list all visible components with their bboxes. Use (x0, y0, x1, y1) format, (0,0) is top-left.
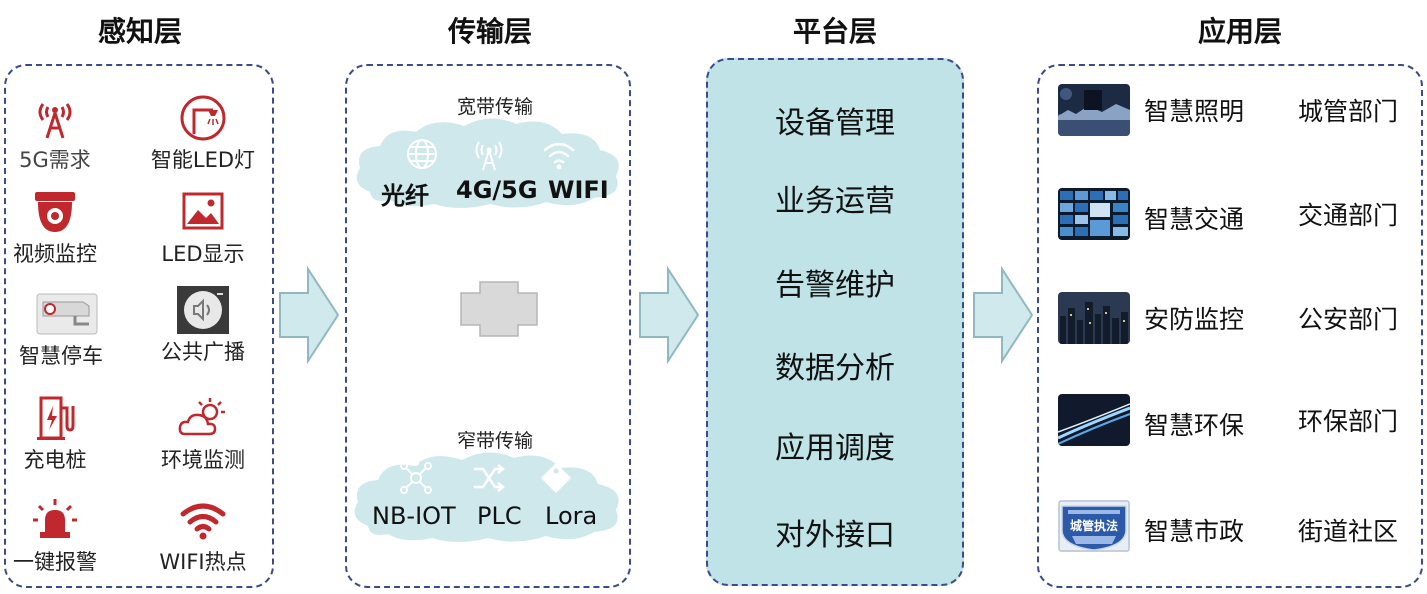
sense-layer-title: 感知层 (97, 15, 182, 48)
sense-item-wifi: WIFI热点 (148, 496, 258, 576)
street-light-icon (177, 94, 229, 142)
app-row-municipal: 城管执法 智慧市政 街道社区 (1058, 500, 1418, 554)
alarm-light-icon (29, 496, 81, 544)
sense-label: LED显示 (161, 242, 245, 266)
sense-label: 视频监控 (13, 242, 97, 266)
sense-item-led-display: LED显示 (148, 188, 258, 268)
platform-layer-title: 平台层 (792, 15, 877, 48)
badge-thumb: 城管执法 (1058, 500, 1130, 552)
sense-panel (4, 64, 274, 588)
dome-camera-icon (29, 188, 81, 236)
globe-icon (404, 136, 440, 172)
app-row-security: 安防监控 公安部门 (1058, 292, 1418, 346)
platform-item-device-management: 设备管理 (775, 106, 895, 141)
app-row-traffic: 智慧交通 交通部门 (1058, 188, 1418, 242)
sense-item-parking: 智慧停车 (6, 290, 116, 370)
sense-label: 环境监测 (161, 448, 245, 472)
transport-panel (345, 64, 631, 588)
transport-label-wifi: WIFI (548, 176, 609, 204)
shuffle-icon (471, 460, 507, 496)
app-row-lighting: 智慧照明 城管部门 (1058, 84, 1418, 138)
app-dept: 城管部门 (1298, 97, 1399, 126)
application-panel (1037, 64, 1423, 588)
platform-item-data-analysis: 数据分析 (775, 351, 895, 386)
city-night-thumb (1058, 84, 1130, 136)
app-name: 智慧市政 (1144, 517, 1245, 546)
platform-item-alarm-maintenance: 告警维护 (775, 268, 895, 303)
sense-label: 智慧停车 (19, 344, 103, 368)
skyline-thumb (1058, 292, 1130, 344)
app-row-environment: 智慧环保 环保部门 (1058, 394, 1418, 448)
sense-item-broadcast: 公共广播 (148, 286, 258, 366)
video-wall-thumb (1058, 188, 1130, 240)
sense-item-5g: 5G需求 (0, 94, 110, 174)
app-name: 智慧交通 (1144, 205, 1245, 234)
tag-icon (538, 460, 574, 496)
badge-text: 城管执法 (1069, 519, 1118, 533)
sense-item-charging: 充电桩 (0, 394, 110, 474)
app-name: 安防监控 (1144, 305, 1245, 334)
app-dept: 环保部门 (1298, 407, 1399, 436)
transport-label-lora: Lora (545, 502, 598, 530)
platform-item-app-scheduling: 应用调度 (775, 431, 895, 466)
platform-item-external-interface: 对外接口 (775, 518, 895, 553)
transport-layer-title: 传输层 (447, 15, 532, 48)
sense-label: 智能LED灯 (150, 148, 256, 172)
sense-label: 公共广播 (161, 340, 245, 364)
antenna-icon (471, 136, 507, 172)
sense-label: 充电桩 (23, 448, 87, 472)
sense-item-video: 视频监控 (0, 188, 110, 268)
flow-arrow-2 (639, 265, 700, 365)
wifi-icon (177, 496, 229, 544)
light-trail-thumb (1058, 394, 1130, 446)
sense-label: 一键报警 (13, 550, 97, 574)
app-name: 智慧环保 (1144, 411, 1245, 440)
weather-icon (177, 394, 229, 442)
narrowband-title: 窄带传输 (456, 430, 533, 452)
app-dept: 公安部门 (1298, 305, 1399, 334)
flow-arrow-1 (279, 265, 340, 365)
app-name: 智慧照明 (1144, 97, 1245, 126)
bullet-camera-icon (35, 290, 98, 338)
transport-label-fiber: 光纤 (381, 182, 429, 210)
application-layer-title: 应用层 (1197, 15, 1282, 48)
sense-label: 5G需求 (19, 148, 91, 172)
charging-pile-icon (29, 394, 81, 442)
app-dept: 街道社区 (1298, 517, 1399, 546)
image-display-icon (177, 188, 229, 236)
sense-item-environment: 环境监测 (148, 394, 258, 474)
app-dept: 交通部门 (1298, 201, 1399, 230)
transport-label-nbiot: NB-IOT (372, 502, 456, 530)
broadband-title: 宽带传输 (456, 96, 533, 118)
flow-arrow-3 (973, 265, 1034, 365)
transport-label-plc: PLC (477, 502, 522, 530)
sense-item-alarm: 一键报警 (0, 496, 110, 576)
speaker-icon (177, 286, 229, 334)
plus-shape (460, 281, 538, 337)
platform-panel: 设备管理 业务运营 告警维护 数据分析 应用调度 对外接口 (706, 58, 964, 586)
sense-item-led-light: 智能LED灯 (148, 94, 258, 174)
network-node-icon (398, 460, 434, 496)
wifi-icon (541, 136, 577, 172)
sense-label: WIFI热点 (159, 550, 247, 574)
5g-tower-icon (29, 94, 81, 142)
transport-label-4g5g: 4G/5G (456, 176, 538, 204)
platform-item-business-operation: 业务运营 (775, 184, 895, 219)
